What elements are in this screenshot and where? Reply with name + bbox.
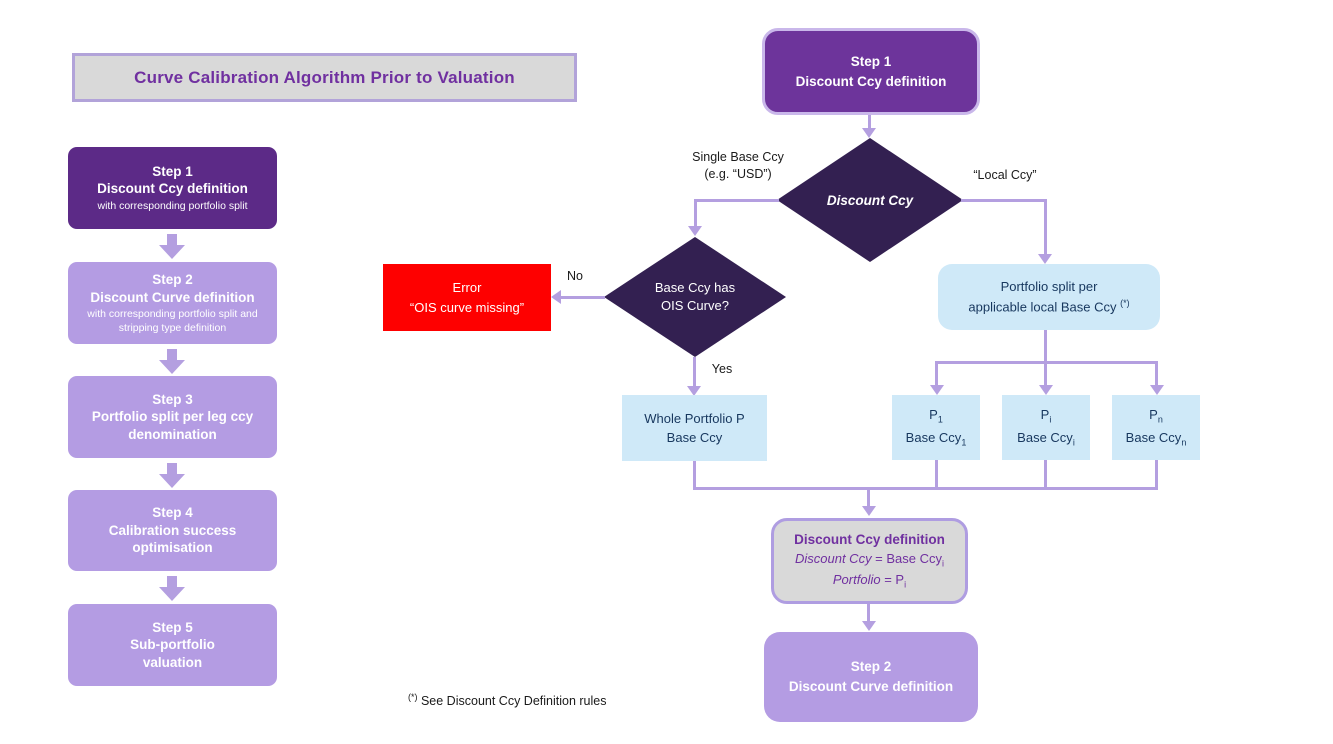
step-label: Step 1 bbox=[152, 163, 193, 179]
connector-merge-bar bbox=[693, 487, 1158, 490]
connector-definition-step2 bbox=[867, 604, 870, 623]
step-name: Portfolio split per leg ccy denomination bbox=[91, 409, 254, 442]
error-line1: Error bbox=[452, 280, 482, 295]
definition-line2: Discount Ccy = Base Ccyi bbox=[794, 551, 945, 570]
node-line1: Pi bbox=[1040, 407, 1052, 425]
step-label: Step 3 bbox=[152, 391, 193, 407]
left-step-1: Step 1 Discount Ccy definition with corr… bbox=[68, 147, 277, 229]
step-label: Step 4 bbox=[152, 505, 193, 521]
yes-label: Yes bbox=[711, 362, 733, 376]
connector-branch-left-v bbox=[694, 199, 697, 227]
footnote-marker: (*) bbox=[408, 692, 418, 702]
flow-step-1-node: Step 1 Discount Ccy definition bbox=[762, 28, 980, 115]
arrowhead-down bbox=[862, 621, 876, 631]
pn-node: Pn Base Ccyn bbox=[1112, 395, 1200, 460]
branch-label-single-base-ccy: Single Base Ccy (e.g. “USD”) bbox=[692, 150, 784, 181]
arrowhead-down bbox=[1150, 385, 1164, 395]
connector-merge-pi bbox=[1044, 460, 1047, 490]
connector-step1-decision1 bbox=[868, 115, 871, 129]
node-line2: Base Ccyn bbox=[1125, 429, 1187, 448]
node-line1: Pn bbox=[1149, 407, 1163, 425]
left-step-2: Step 2 Discount Curve definition with co… bbox=[68, 262, 277, 344]
node-line1: Whole Portfolio P bbox=[644, 410, 745, 426]
node-line2: applicable local Base Ccy (*) bbox=[968, 297, 1130, 315]
connector-merge-p1 bbox=[935, 460, 938, 490]
no-label: No bbox=[567, 269, 583, 283]
flow-step-2-node: Step 2 Discount Curve definition bbox=[764, 632, 978, 722]
left-step-3: Step 3 Portfolio split per leg ccy denom… bbox=[68, 376, 277, 458]
error-node: Error “OIS curve missing” bbox=[383, 264, 551, 331]
node-line1: Portfolio split per bbox=[1000, 279, 1098, 295]
connector-merge-stem bbox=[867, 487, 870, 508]
whole-portfolio-node: Whole Portfolio P Base Ccy bbox=[622, 395, 767, 461]
arrowhead-down bbox=[1038, 254, 1052, 264]
arrowhead-down bbox=[930, 385, 944, 395]
arrowhead-left bbox=[551, 290, 561, 304]
node-text: Step 2 Discount Curve definition bbox=[788, 659, 954, 694]
arrowhead-down bbox=[862, 506, 876, 516]
left-step-5: Step 5 Sub-portfolio valuation bbox=[68, 604, 277, 686]
arrowhead-down bbox=[1039, 385, 1053, 395]
node-line2: Base Ccy1 bbox=[905, 429, 967, 448]
footnote: (*) See Discount Ccy Definition rules bbox=[408, 692, 607, 709]
connector-branch-left-h bbox=[695, 199, 779, 202]
step-name: Discount Curve definition bbox=[90, 289, 255, 305]
left-step-4: Step 4 Calibration success optimisation bbox=[68, 490, 277, 571]
footnote-marker: (*) bbox=[1120, 297, 1130, 308]
down-arrow bbox=[159, 234, 185, 259]
error-line2: “OIS curve missing” bbox=[409, 299, 525, 315]
down-arrow bbox=[159, 576, 185, 601]
step-name: Discount Ccy definition bbox=[97, 181, 248, 197]
step-name: Sub-portfolio valuation bbox=[130, 637, 215, 670]
step-label: Step 5 bbox=[152, 619, 193, 635]
arrowhead-down bbox=[862, 128, 876, 138]
arrowhead-down bbox=[688, 226, 702, 236]
discount-ccy-definition-node: Discount Ccy definition Discount Ccy = B… bbox=[771, 518, 968, 604]
connector-split-mid bbox=[1044, 361, 1047, 386]
connector-branch-right-h bbox=[961, 199, 1046, 202]
connector-split-left bbox=[935, 361, 938, 386]
step-note: with corresponding portfolio split and s… bbox=[87, 308, 258, 334]
connector-split-right bbox=[1155, 361, 1158, 386]
connector-branch-right-v bbox=[1044, 199, 1047, 255]
step-label: Step 2 bbox=[152, 272, 193, 288]
node-line2: Base Ccy bbox=[666, 430, 723, 445]
down-arrow bbox=[159, 349, 185, 374]
decision-label: Base Ccy has OIS Curve? bbox=[654, 280, 736, 313]
arrowhead-down bbox=[687, 386, 701, 396]
step-name: Calibration success optimisation bbox=[108, 522, 237, 556]
step-note: with corresponding portfolio split bbox=[97, 199, 248, 212]
connector-no-branch bbox=[559, 296, 605, 299]
pi-node: Pi Base Ccyi bbox=[1002, 395, 1090, 460]
portfolio-split-node: Portfolio split per applicable local Bas… bbox=[938, 264, 1160, 330]
connector-merge-wholep bbox=[693, 461, 696, 490]
definition-line3: Portfolio = Pi bbox=[832, 572, 907, 590]
p1-node: P1 Base Ccy1 bbox=[892, 395, 980, 460]
decision-ois-curve: Base Ccy has OIS Curve? bbox=[604, 237, 786, 357]
node-text: Step 1 Discount Ccy definition bbox=[795, 53, 947, 89]
node-line1: P1 bbox=[929, 407, 943, 425]
diagram-title: Curve Calibration Algorithm Prior to Val… bbox=[134, 67, 515, 87]
node-line2: Base Ccyi bbox=[1017, 429, 1075, 448]
connector-merge-pn bbox=[1155, 460, 1158, 490]
decision-label: Discount Ccy bbox=[826, 192, 914, 208]
down-arrow bbox=[159, 463, 185, 488]
definition-title: Discount Ccy definition bbox=[794, 532, 945, 548]
connector-yes-branch bbox=[693, 357, 696, 387]
branch-label-local-ccy: “Local Ccy” bbox=[973, 168, 1037, 182]
connector-split-stem bbox=[1044, 330, 1047, 363]
diagram-title-box: Curve Calibration Algorithm Prior to Val… bbox=[72, 53, 577, 102]
